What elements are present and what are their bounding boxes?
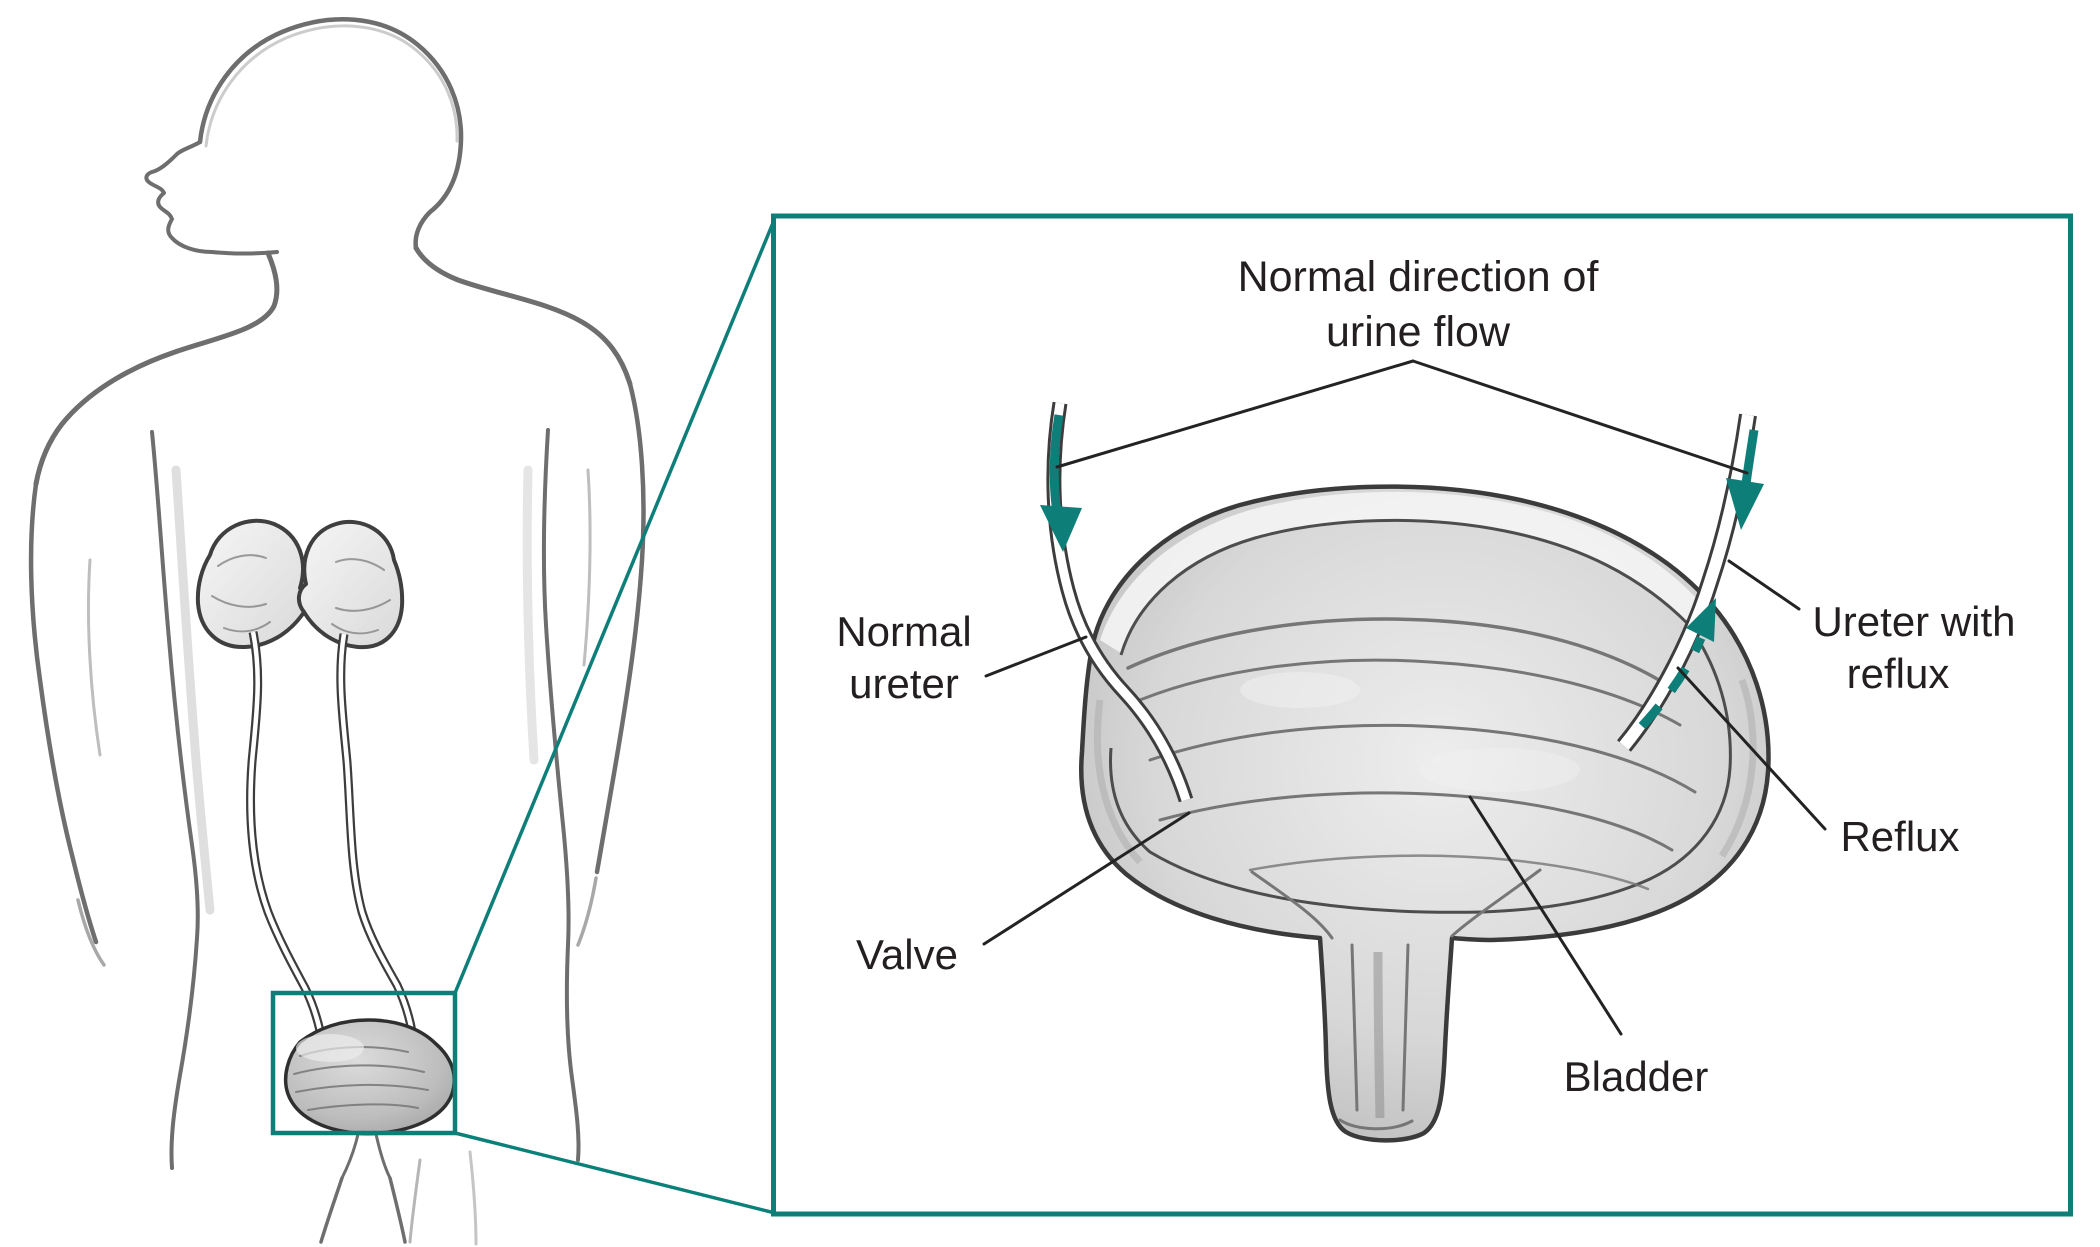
label-bladder: Bladder [1564,1053,1709,1100]
left-kidney [195,518,309,650]
neck-right-shoulder-outline [413,245,633,387]
wall-shading [1093,699,1143,865]
right-kidney [297,519,405,650]
label-normal-ureter-line1: Normal [836,608,971,655]
zoom-link [270,217,777,1215]
trigone-line-left [1250,870,1334,940]
bladder-highlight [296,1034,364,1062]
right-hand-hint [576,876,598,947]
arrowhead-down-icon [1040,505,1082,552]
left-arm-inner-line [86,558,102,757]
zoom-connector-top [453,217,777,994]
leader-reflux [1676,666,1827,831]
arrowhead-down-icon [1726,478,1764,530]
leader-ureter-with-reflux [1727,559,1801,611]
bladder-illustration [1079,484,1771,1143]
zoom-connector-bottom [454,1131,776,1215]
left-ureter [246,631,328,1047]
right-arm-outline [594,381,646,875]
fold-line [1158,791,1674,852]
inset-refluxing-ureter [1617,413,1757,752]
arrowhead-up-icon [1686,598,1716,642]
bladder-inner-wall [1109,518,1732,914]
urethra-line-right [374,1132,392,1180]
urethra-tip-line [1338,1118,1414,1131]
left-thigh-line [408,1158,422,1244]
inset-title: Normal direction of urine flow [1055,253,1749,475]
inset-panel: Normal direction of urine flow Normal ur… [771,213,2073,1217]
interior-highlight [1420,748,1580,792]
head-outline-sketch-echo [204,24,459,148]
perineum-line-left [319,1176,344,1244]
urethra-inner-line [1401,943,1410,1112]
left-hand-hint [76,898,106,967]
left-arm-outline [28,481,99,945]
zoom-source-box [270,990,458,1136]
fold-line [1138,658,1682,727]
fold-line [1148,723,1697,794]
label-normal-ureter-line2: ureter [849,660,959,707]
inset-labels: Normal ureter Valve Ureter with reflux R… [836,559,2016,1100]
fold-line [1248,854,1650,891]
urethra-line-left [340,1132,360,1180]
bladder-dome-highlight [1100,491,1705,653]
torso-shading-right [522,465,539,765]
inset-title-line1: Normal direction of [1238,253,1600,301]
leader-bladder [1468,795,1623,1036]
label-ureter-with-reflux-line1: Ureter with [1812,598,2015,645]
left-torso-line [150,430,200,1170]
fold-line [1126,617,1677,692]
head-outline [197,17,464,251]
face-profile [144,140,279,256]
label-reflux: Reflux [1840,813,1959,860]
body-figure [28,17,646,1246]
urethra-shading [1373,951,1385,1119]
wall-shading [1719,678,1757,858]
neck-left-shoulder-outline [33,250,280,487]
trigone-line-right [1450,868,1542,938]
perineum-line-right [388,1176,407,1244]
torso-shading-left [171,465,215,915]
label-valve: Valve [856,931,958,978]
leader-valve [982,811,1191,946]
right-thigh-line [468,1150,478,1246]
right-ureter [336,633,419,1047]
urethra-inner-line [1350,943,1359,1112]
reflux-arrow [1638,598,1716,730]
right-arm-inner-line [582,468,592,667]
interior-highlight [1240,672,1360,708]
leader-normal-ureter [984,635,1088,678]
urine-flow-arrow-left [1040,414,1082,552]
title-leader-right [1411,359,1749,475]
urine-flow-arrow-right [1726,429,1764,530]
label-ureter-with-reflux-line2: reflux [1847,650,1950,697]
right-torso-line [541,428,581,1162]
title-leader-left [1055,359,1415,469]
body-bladder [283,1018,457,1244]
inset-title-line2: urine flow [1326,308,1511,356]
